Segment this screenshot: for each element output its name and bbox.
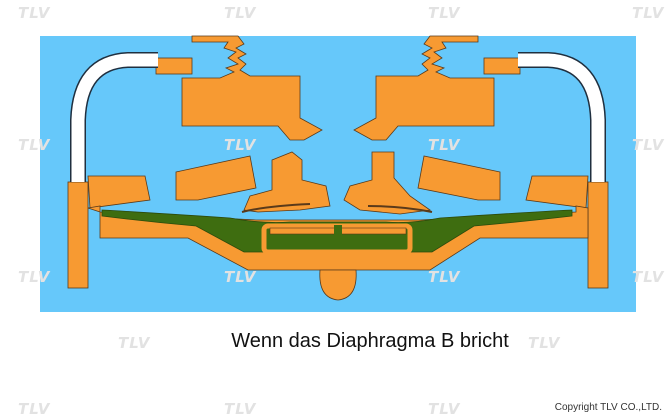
watermark: TLV [632, 268, 665, 286]
watermark: TLV [18, 136, 51, 154]
watermark: TLV [428, 4, 461, 22]
right-spring [367, 205, 433, 213]
watermark: TLV [632, 136, 665, 154]
left-spring [241, 203, 311, 213]
upper-left-connector [155, 57, 193, 75]
upper-left-block [181, 35, 323, 141]
watermark: TLV [224, 400, 257, 418]
center-right-post [343, 151, 432, 215]
watermark: TLV [428, 136, 461, 154]
watermark: TLV [18, 268, 51, 286]
bottom-knob [319, 269, 357, 301]
center-left-post [243, 151, 331, 213]
inner-gap [334, 225, 342, 235]
watermark: TLV [528, 334, 561, 352]
right-tube-inner [518, 53, 605, 182]
left-tube-inner [71, 53, 158, 182]
watermark: TLV [224, 4, 257, 22]
watermark: TLV [428, 268, 461, 286]
middle-left-plate [175, 155, 257, 201]
upper-right-connector [483, 57, 521, 75]
right-column [587, 181, 609, 289]
middle-right-plate [417, 155, 501, 201]
watermark: TLV [118, 334, 151, 352]
upper-right-block [353, 35, 495, 141]
watermark: TLV [632, 4, 665, 22]
watermark: TLV [428, 400, 461, 418]
watermark: TLV [18, 400, 51, 418]
middle-right-wedge [525, 175, 589, 209]
copyright-notice: Copyright TLV CO.,LTD. [554, 402, 662, 413]
left-column [67, 181, 89, 289]
middle-left-wedge [87, 175, 151, 209]
diagram-caption: Wenn das Diaphragma B bricht [231, 330, 509, 352]
watermark: TLV [224, 268, 257, 286]
watermark: TLV [18, 4, 51, 22]
watermark: TLV [224, 136, 257, 154]
